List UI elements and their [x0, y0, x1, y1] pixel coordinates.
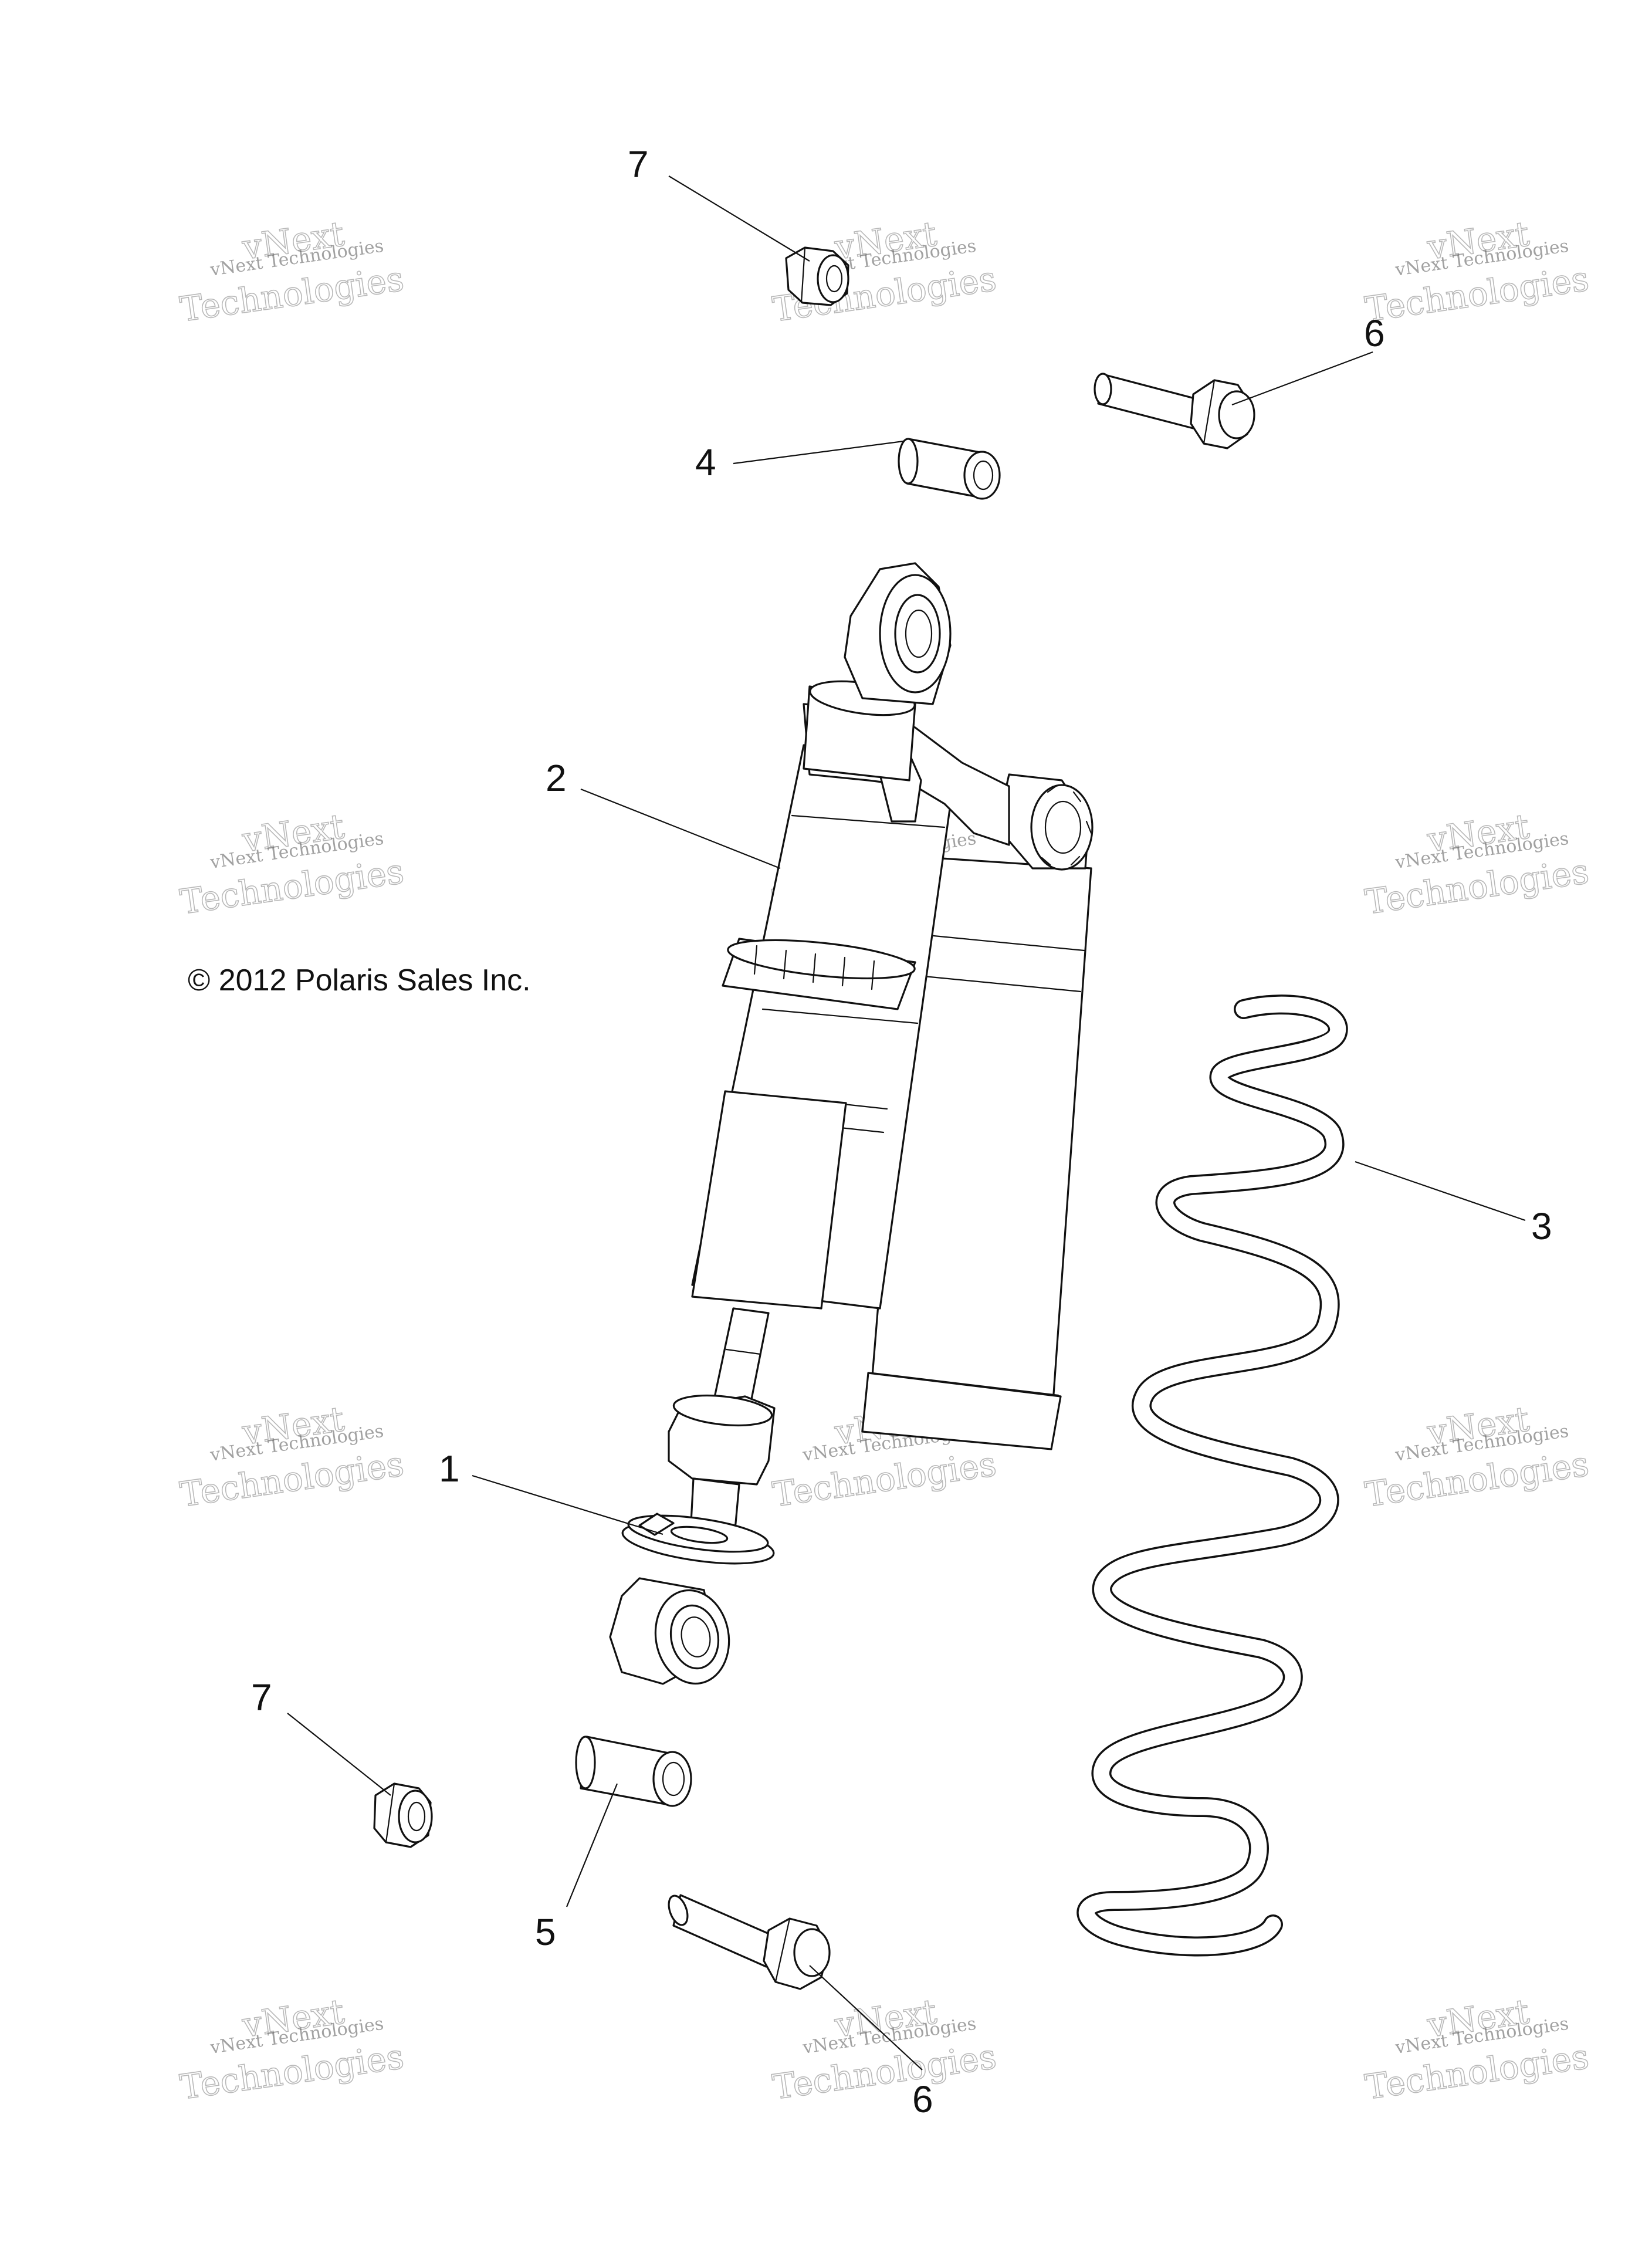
callout-7-upper[interactable]: 7 [628, 143, 649, 185]
leader-4 [733, 440, 904, 465]
watermark: vNext vNext Technologies Technologies [177, 1991, 407, 2107]
leader-7b [287, 1713, 391, 1796]
callout-4[interactable]: 4 [695, 441, 716, 483]
part-lower-nut[interactable] [373, 1782, 433, 1848]
copyright-text: © 2012 Polaris Sales Inc. [188, 963, 531, 997]
callout-6-lower[interactable]: 6 [912, 2078, 933, 2120]
leader-7a [668, 175, 810, 262]
watermark: vNext vNext Technologies Technologies [1362, 1991, 1592, 2107]
callout-3[interactable]: 3 [1531, 1205, 1552, 1247]
watermark: vNext vNext Technologies Technologies [177, 1398, 407, 1515]
part-lower-bushing[interactable] [575, 1736, 692, 1807]
leader-1 [472, 1474, 663, 1535]
callout-2[interactable]: 2 [546, 757, 567, 799]
callout-1[interactable]: 1 [439, 1447, 460, 1490]
callouts: 7 6 4 2 3 1 7 5 6 [251, 143, 1552, 2120]
watermark: vNext vNext Technologies Technologies [177, 806, 407, 922]
leader-2 [580, 788, 781, 870]
part-shock-absorber[interactable] [609, 562, 1094, 1690]
callout-6-upper[interactable]: 6 [1364, 312, 1385, 354]
part-upper-nut[interactable] [785, 246, 849, 306]
part-lower-bolt[interactable] [665, 1893, 831, 1990]
part-upper-bushing[interactable] [898, 438, 1001, 500]
leader-lines [287, 175, 1526, 2071]
leader-6a [1231, 351, 1373, 406]
leader-6b [809, 1965, 923, 2071]
part-upper-bolt[interactable] [1094, 373, 1255, 449]
callout-5[interactable]: 5 [535, 1911, 556, 1953]
callout-7-lower[interactable]: 7 [251, 1676, 272, 1718]
leader-3 [1355, 1161, 1526, 1222]
watermark: vNext vNext Technologies Technologies [1362, 806, 1592, 922]
watermark: vNext vNext Technologies Technologies [177, 213, 407, 330]
part-coil-spring[interactable] [1076, 994, 1348, 1957]
part-spring-retainer[interactable] [620, 1509, 776, 1571]
watermark: vNext vNext Technologies Technologies [1362, 1398, 1592, 1515]
leader-5 [566, 1783, 618, 1907]
watermark: vNext vNext Technologies Technologies [1362, 213, 1592, 330]
watermark: vNext vNext Technologies Technologies [770, 1991, 999, 2107]
